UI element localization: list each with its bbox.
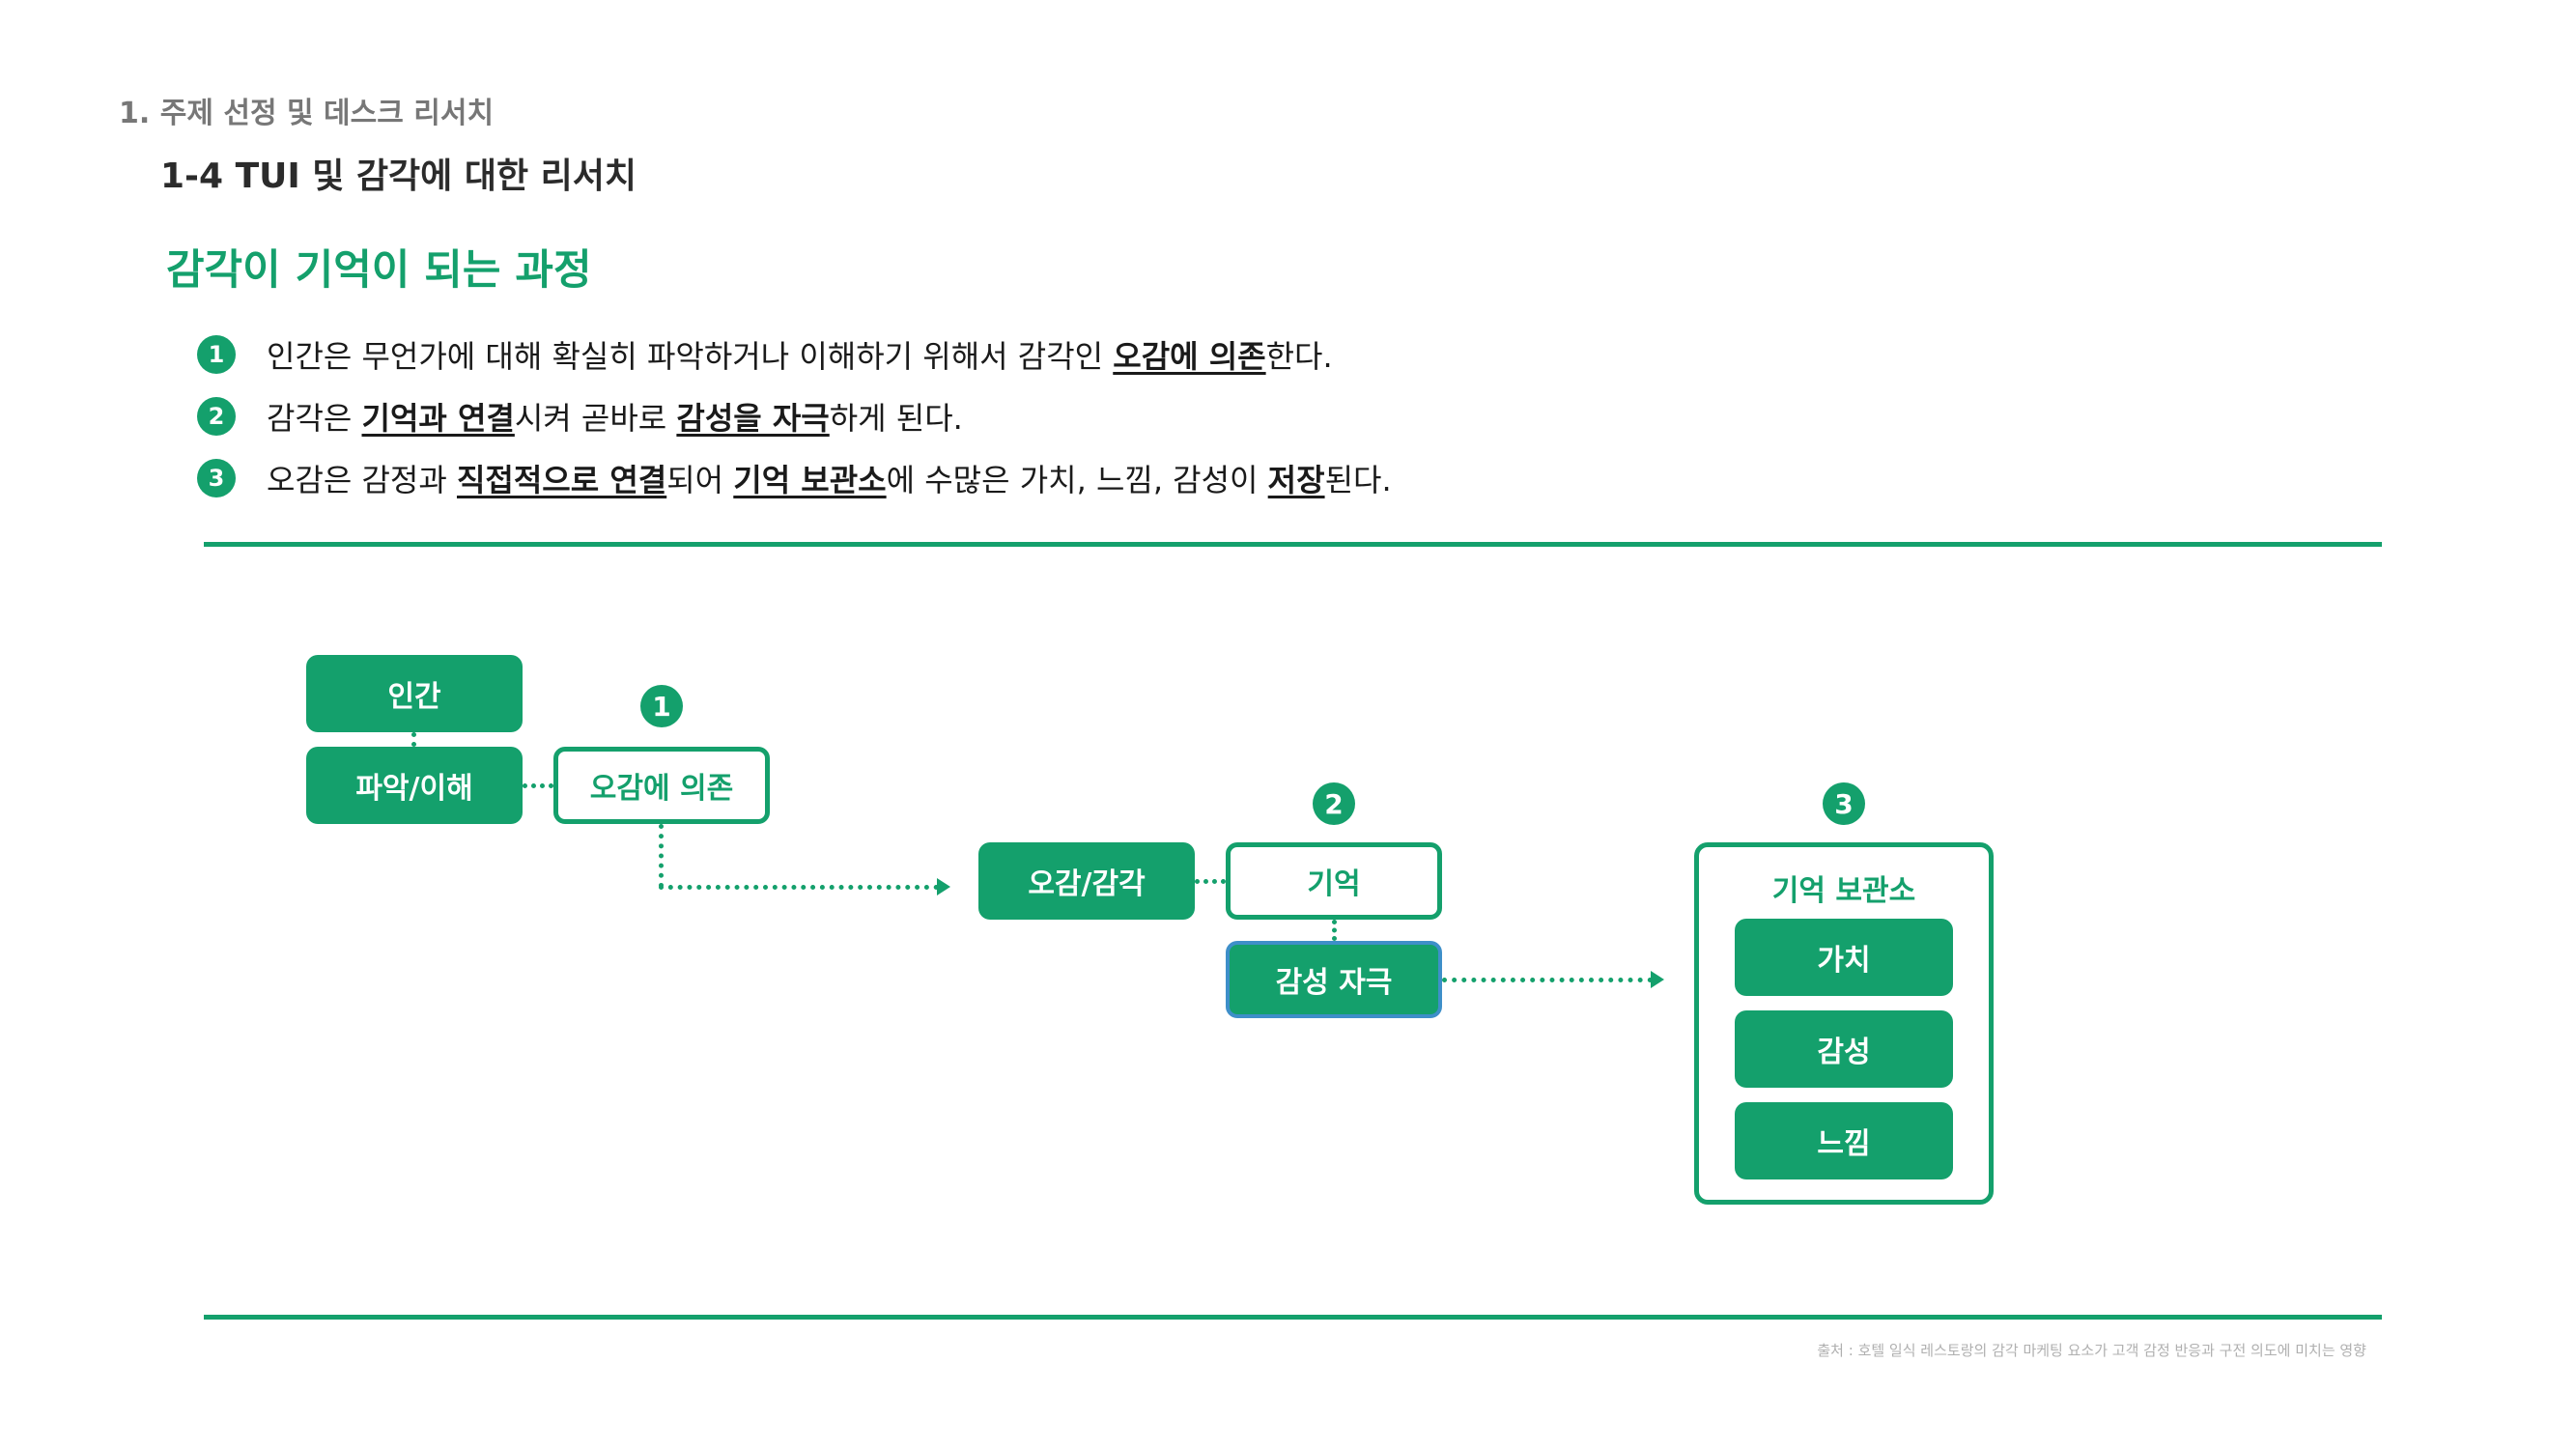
arrow-2-head xyxy=(1651,971,1664,988)
source-citation: 출처 : 호텔 일식 레스토랑의 감각 마케팅 요소가 고객 감정 반응과 구전… xyxy=(1817,1342,2366,1359)
memory-storage-title: 기억 보관소 xyxy=(1771,874,1916,908)
point-1: 1 인간은 무언가에 대해 확실히 파악하거나 이해하기 위해서 감각인 오감에… xyxy=(197,332,1333,377)
point-number-badge: 1 xyxy=(197,335,236,374)
arrow-2 xyxy=(1442,978,1653,982)
rely-senses-box: 오감에 의존 xyxy=(553,747,770,824)
connector-memory-stimulate xyxy=(1332,920,1337,941)
step-1-badge: 1 xyxy=(640,685,683,727)
storage-item-emotion: 감성 xyxy=(1735,1010,1953,1088)
connector-understand-rely xyxy=(523,783,553,788)
page-title: 감각이 기억이 되는 과정 xyxy=(166,246,592,295)
connector-senses-memory xyxy=(1195,879,1226,884)
point-number-badge: 3 xyxy=(197,459,236,497)
section-label: 1. 주제 선정 및 데스크 리서치 xyxy=(119,97,495,130)
storage-item-feeling: 느낌 xyxy=(1735,1102,1953,1179)
point-2: 2 감각은 기억과 연결시켜 곧바로 감성을 자극하게 된다. xyxy=(197,394,963,439)
stimulate-emotion-box: 감성 자극 xyxy=(1226,941,1442,1018)
point-number-badge: 2 xyxy=(197,397,236,436)
point-3: 3 오감은 감정과 직접적으로 연결되어 기억 보관소에 수많은 가치, 느낌,… xyxy=(197,456,1392,500)
arrow-1-right xyxy=(659,885,939,890)
bottom-divider xyxy=(204,1315,2382,1320)
memory-box: 기억 xyxy=(1226,842,1442,920)
storage-item-value: 가치 xyxy=(1735,919,1953,996)
memory-storage-container: 기억 보관소 가치 감성 느낌 xyxy=(1694,842,1994,1205)
step-3-badge: 3 xyxy=(1823,782,1865,825)
top-divider xyxy=(204,542,2382,547)
point-text: 인간은 무언가에 대해 확실히 파악하거나 이해하기 위해서 감각인 오감에 의… xyxy=(267,338,1333,375)
human-box: 인간 xyxy=(306,655,523,732)
step-2-badge: 2 xyxy=(1313,782,1355,825)
subsection-label: 1-4 TUI 및 감각에 대한 리서치 xyxy=(160,156,637,196)
point-text: 감각은 기억과 연결시켜 곧바로 감성을 자극하게 된다. xyxy=(267,400,963,437)
arrow-1-head xyxy=(937,878,950,895)
senses-box: 오감/감각 xyxy=(978,842,1195,920)
understand-box: 파악/이해 xyxy=(306,747,523,824)
connector-human-understand xyxy=(411,732,416,747)
point-text: 오감은 감정과 직접적으로 연결되어 기억 보관소에 수많은 가치, 느낌, 감… xyxy=(267,462,1392,498)
arrow-1-down xyxy=(659,824,664,888)
